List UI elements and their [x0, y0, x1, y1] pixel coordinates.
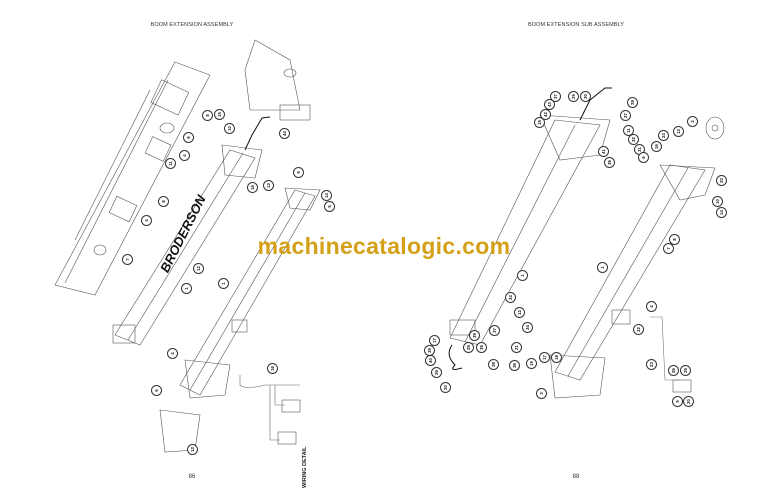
right-page-title: BOOM EXTENSION SUB ASSEMBLY [527, 22, 625, 28]
part-callout: 21 [511, 342, 522, 353]
part-callout: 4 [179, 150, 190, 161]
part-callout: 15 [534, 117, 545, 128]
part-callout: 29 [568, 91, 579, 102]
part-callout: 11 [165, 158, 176, 169]
part-callout: 4 [141, 215, 152, 226]
right-page-number: 88 [572, 474, 580, 480]
part-callout: 8 [202, 110, 213, 121]
part-callout: 34 [522, 322, 533, 333]
part-callout: 9 [672, 396, 683, 407]
part-callout: 20 [683, 396, 694, 407]
part-callout: 2 [687, 116, 698, 127]
part-callout: 10 [224, 123, 235, 134]
part-callout: 9 [293, 167, 304, 178]
part-callout: 5 [324, 201, 335, 212]
part-callout: 13 [187, 444, 198, 455]
part-callout: 15 [214, 109, 225, 120]
right-inner-boom-drawing [549, 116, 725, 399]
part-callout: 36 [509, 360, 520, 371]
part-callout: 26 [431, 367, 442, 378]
part-callout: 16 [651, 141, 662, 152]
part-callout: 18 [551, 352, 562, 363]
part-callout: 30 [580, 91, 591, 102]
part-callout: 4 [167, 348, 178, 359]
upper-boom-drawing [244, 39, 311, 121]
right-page: BOOM EXTENSION SUB ASSEMBLY 88 [384, 0, 768, 497]
part-callout: 36 [604, 157, 615, 168]
part-callout: 4 [646, 301, 657, 312]
part-callout: 25 [680, 365, 691, 376]
part-callout: 22 [633, 324, 644, 335]
part-callout: 1 [517, 270, 528, 281]
part-callout: 44 [279, 128, 290, 139]
wiring-detail-label: WIRING DETAIL [302, 446, 308, 488]
part-callout: 10 [712, 196, 723, 207]
part-callout: 26 [668, 365, 679, 376]
part-callout: 17 [539, 352, 550, 363]
part-callout: 27 [620, 110, 631, 121]
part-callout: 12 [514, 307, 525, 318]
part-callout: 28 [627, 97, 638, 108]
part-callout: 37 [489, 325, 500, 336]
part-callout: 24 [505, 292, 516, 303]
part-callout: 6 [151, 385, 162, 396]
part-callout: 3 [536, 388, 547, 399]
part-callout: 6 [183, 132, 194, 143]
part-callout: 1 [181, 283, 192, 294]
left-page-number: 86 [188, 474, 196, 480]
part-callout: 20 [440, 382, 451, 393]
part-callout: 41 [598, 146, 609, 157]
part-callout: 38 [488, 359, 499, 370]
outer-boom-drawing [54, 61, 211, 296]
watermark: machinecatalogic.com [257, 233, 511, 259]
part-callout: 16 [267, 363, 278, 374]
part-callout: 6 [638, 152, 649, 163]
part-callout: 16 [247, 182, 258, 193]
part-callout: 23 [658, 130, 669, 141]
left-page-title: BOOM EXTENSION ASSEMBLY [150, 22, 234, 28]
part-callout: 1 [597, 262, 608, 273]
part-callout: 19 [526, 358, 537, 369]
part-callout: 13 [673, 126, 684, 137]
part-callout: 23 [646, 359, 657, 370]
left-page: BOOM EXTENSION ASSEMBLY 86 [150, 22, 234, 480]
inner-boom-drawing [159, 187, 321, 453]
part-callout: 8 [158, 196, 169, 207]
middle-boom-drawing [112, 116, 271, 346]
wiring-detail-drawing [239, 375, 301, 445]
part-callout: 40 [425, 355, 436, 366]
part-callout: 14 [716, 207, 727, 218]
part-callout: 1 [218, 278, 229, 289]
part-callout: 12 [193, 263, 204, 274]
part-callout: 39 [469, 330, 480, 341]
part-callout: 13 [263, 180, 274, 191]
part-callout: 14 [321, 190, 332, 201]
part-callout: 33 [716, 175, 727, 186]
part-callout: 35 [476, 342, 487, 353]
part-callout: 25 [463, 342, 474, 353]
